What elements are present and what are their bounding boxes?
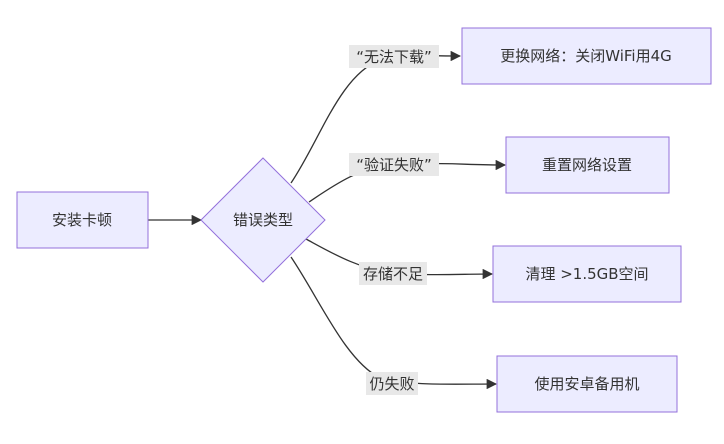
svg-text:更换网络：关闭WiFi用4G: 更换网络：关闭WiFi用4G <box>500 47 672 65</box>
svg-text:“验证失败”: “验证失败” <box>356 156 432 174</box>
node-use-backup: 使用安卓备用机 <box>496 355 678 413</box>
node-change-network: 更换网络：关闭WiFi用4G <box>461 27 712 85</box>
node-reset-network: 重置网络设置 <box>505 136 670 194</box>
svg-text:安装卡顿: 安装卡顿 <box>52 211 112 229</box>
svg-text:存储不足: 存储不足 <box>363 265 423 283</box>
svg-text:仍失败: 仍失败 <box>369 375 414 393</box>
node-start: 安装卡顿 <box>16 191 149 249</box>
svg-text:使用安卓备用机: 使用安卓备用机 <box>534 375 639 393</box>
svg-text:错误类型: 错误类型 <box>233 211 293 229</box>
edge-label-still-fail: 仍失败 <box>366 372 418 395</box>
edge-label-download-fail: “无法下载” <box>349 45 439 68</box>
svg-text:重置网络设置: 重置网络设置 <box>542 156 632 174</box>
node-clear-space: 清理 >1.5GB空间 <box>492 245 682 303</box>
edge-label-verify-fail: “验证失败” <box>349 153 439 176</box>
edge-label-storage-low: 存储不足 <box>359 262 427 285</box>
svg-text:清理 >1.5GB空间: 清理 >1.5GB空间 <box>525 265 648 283</box>
svg-text:“无法下载”: “无法下载” <box>356 48 432 66</box>
node-decision: 错误类型 <box>200 157 326 283</box>
